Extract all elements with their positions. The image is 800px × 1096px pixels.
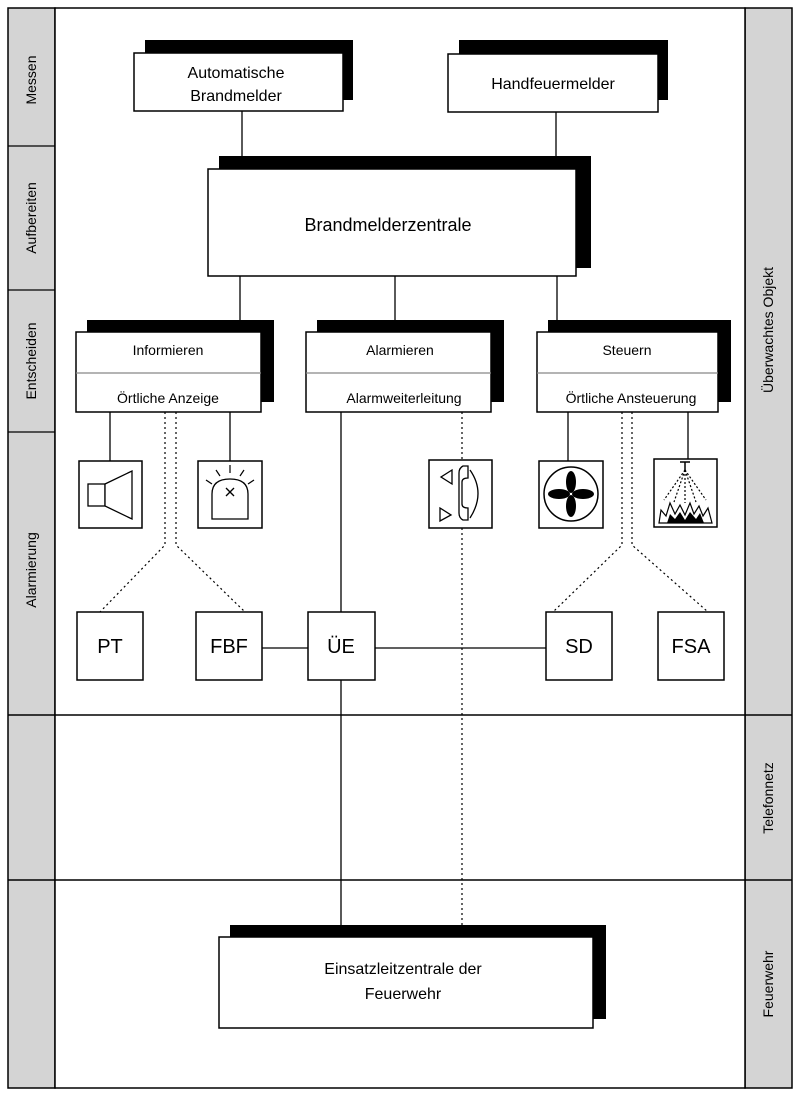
label-feuerwehr: Feuerwehr xyxy=(760,950,776,1017)
box-einsatzleitzentrale: Einsatzleitzentrale der Feuerwehr xyxy=(218,925,606,1029)
automatische-line2: Brandmelder xyxy=(190,88,282,105)
box-sd: SD xyxy=(545,611,613,681)
code-pt: PT xyxy=(97,636,123,658)
code-sd: SD xyxy=(565,636,593,658)
box-frame xyxy=(195,611,263,681)
einsatz-line2: Feuerwehr xyxy=(365,986,442,1003)
box-fsa: FSA xyxy=(657,611,725,681)
box-informieren: Informieren Örtliche Anzeige xyxy=(75,320,274,413)
label-aufbereiten: Aufbereiten xyxy=(23,182,39,254)
label-ueberwachtes-objekt: Überwachtes Objekt xyxy=(759,267,776,393)
box-frame xyxy=(76,611,144,681)
box-frame xyxy=(133,52,344,112)
sprinkler-icon xyxy=(653,458,718,528)
label-messen: Messen xyxy=(23,55,39,104)
einsatz-line1: Einsatzleitzentrale der xyxy=(324,961,482,978)
left-rail: Messen Aufbereiten Entscheiden Alarmieru… xyxy=(7,7,56,1089)
zentrale-label: Brandmelderzentrale xyxy=(304,215,471,235)
box-frame xyxy=(447,53,659,113)
box-frame xyxy=(545,611,613,681)
box-frame xyxy=(305,331,492,413)
box-alarmieren: Alarmieren Alarmweiterleitung xyxy=(305,320,504,413)
right-rail-background xyxy=(744,7,793,1089)
box-automatische-brandmelder: Automatische Brandmelder xyxy=(133,40,353,112)
box-handfeuermelder: Handfeuermelder xyxy=(447,40,668,113)
handfeuermelder-label: Handfeuermelder xyxy=(491,76,615,93)
box-brandmelderzentrale: Brandmelderzentrale xyxy=(207,156,591,277)
box-steuern: Steuern Örtliche Ansteuerung xyxy=(536,320,731,413)
flashing-beacon-icon xyxy=(197,460,263,529)
code-fbf: FBF xyxy=(210,636,248,658)
label-telefonnetz: Telefonnetz xyxy=(760,762,776,834)
steuern-label: Steuern xyxy=(602,342,651,358)
oertliche-ansteuerung-label: Örtliche Ansteuerung xyxy=(566,389,697,406)
box-fbf: FBF xyxy=(195,611,263,681)
telephone-icon xyxy=(428,459,493,529)
box-frame xyxy=(207,168,577,277)
box-ue: ÜE xyxy=(307,611,376,681)
horn-icon xyxy=(78,460,143,529)
alarmieren-label: Alarmieren xyxy=(366,342,434,358)
fan-icon xyxy=(538,460,604,529)
box-frame xyxy=(307,611,376,681)
right-rail: Überwachtes Objekt Telefonnetz Feuerwehr xyxy=(744,7,793,1089)
box-frame xyxy=(75,331,262,413)
label-entscheiden: Entscheiden xyxy=(23,322,39,399)
box-frame xyxy=(657,611,725,681)
left-rail-background xyxy=(7,7,56,1089)
dotted-lines xyxy=(99,412,709,925)
box-pt: PT xyxy=(76,611,144,681)
box-frame xyxy=(536,331,719,413)
informieren-label: Informieren xyxy=(133,342,204,358)
code-fsa: FSA xyxy=(672,636,712,658)
box-frame xyxy=(218,936,594,1029)
code-ue: ÜE xyxy=(327,636,355,658)
oertliche-anzeige-label: Örtliche Anzeige xyxy=(117,389,219,406)
alarmweiterleitung-label: Alarmweiterleitung xyxy=(346,390,461,406)
automatische-line1: Automatische xyxy=(188,65,285,82)
label-alarmierung: Alarmierung xyxy=(23,532,39,607)
